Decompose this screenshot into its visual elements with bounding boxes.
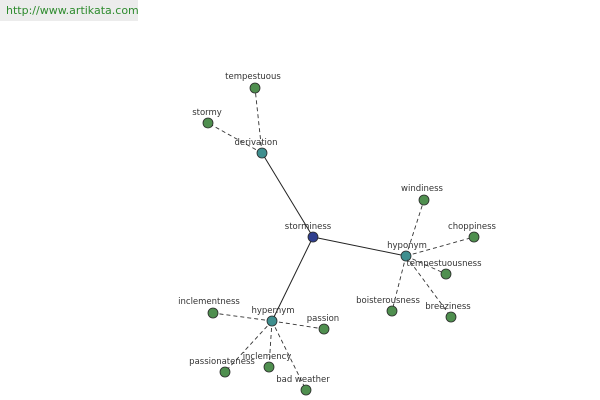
label-word-windiness[interactable]: windiness (401, 184, 444, 194)
label-relation-derivation[interactable]: derivation (234, 138, 277, 148)
label-center[interactable]: storminess (285, 222, 332, 232)
label-word-tempestuous[interactable]: tempestuous (225, 72, 281, 82)
edge-hyponym-boisterousness (391, 255, 407, 312)
label-word-bad-weather[interactable]: bad weather (276, 375, 330, 385)
node-word-boisterousness[interactable] (386, 305, 398, 317)
node-word-windiness[interactable] (418, 194, 430, 206)
graph-edges (207, 87, 475, 391)
edge-hyponym-choppiness (405, 236, 475, 257)
graph-nodes (202, 82, 480, 396)
node-word-inclemency[interactable] (263, 361, 275, 373)
label-word-breeziness[interactable]: breeziness (425, 302, 471, 312)
node-word-tempestuous[interactable] (249, 82, 261, 94)
node-word-stormy[interactable] (202, 117, 214, 129)
label-relation-hypernym[interactable]: hypernym (251, 306, 294, 316)
edge-hypernym-passionateness (224, 320, 273, 373)
edge-derivation-stormy (207, 122, 263, 154)
edge-hypernym-bad-weather (271, 320, 307, 391)
node-relation-hyponym[interactable] (400, 250, 412, 262)
label-word-passionateness[interactable]: passionateness (189, 357, 255, 367)
label-relation-hyponym[interactable]: hyponym (387, 241, 427, 251)
node-word-tempestuousness[interactable] (440, 268, 452, 280)
edge-center-hyponym (312, 236, 407, 257)
label-word-stormy[interactable]: stormy (192, 108, 222, 118)
edge-hypernym-passion (271, 320, 325, 330)
node-center[interactable] (307, 231, 319, 243)
node-word-choppiness[interactable] (468, 231, 480, 243)
node-relation-derivation[interactable] (256, 147, 268, 159)
site-url-banner[interactable]: http://www.artikata.com (0, 0, 138, 21)
node-word-passionateness[interactable] (219, 366, 231, 378)
label-word-inclemency[interactable]: inclemency (243, 352, 292, 362)
node-word-passion[interactable] (318, 323, 330, 335)
label-word-inclementness[interactable]: inclementness (178, 297, 240, 307)
edge-center-hypernym (271, 236, 314, 322)
node-word-bad-weather[interactable] (300, 384, 312, 396)
edge-derivation-tempestuous (254, 87, 263, 154)
edge-hyponym-windiness (405, 199, 425, 257)
label-word-boisterousness[interactable]: boisterousness (356, 296, 420, 306)
node-word-inclementness[interactable] (207, 307, 219, 319)
edge-hypernym-inclementness (212, 312, 273, 322)
edge-hypernym-inclemency (268, 320, 273, 368)
label-word-passion[interactable]: passion (307, 314, 339, 324)
label-word-tempestuousness[interactable]: tempestuousness (406, 259, 482, 269)
edge-hyponym-breeziness (405, 255, 452, 318)
node-relation-hypernym[interactable] (266, 315, 278, 327)
graph-labels: storminess derivation hyponym hypernym tempe… (178, 72, 496, 385)
edge-center-derivation (261, 152, 314, 238)
node-word-breeziness[interactable] (445, 311, 457, 323)
edge-hyponym-tempestuousness (405, 255, 447, 275)
label-word-choppiness[interactable]: choppiness (448, 222, 496, 232)
